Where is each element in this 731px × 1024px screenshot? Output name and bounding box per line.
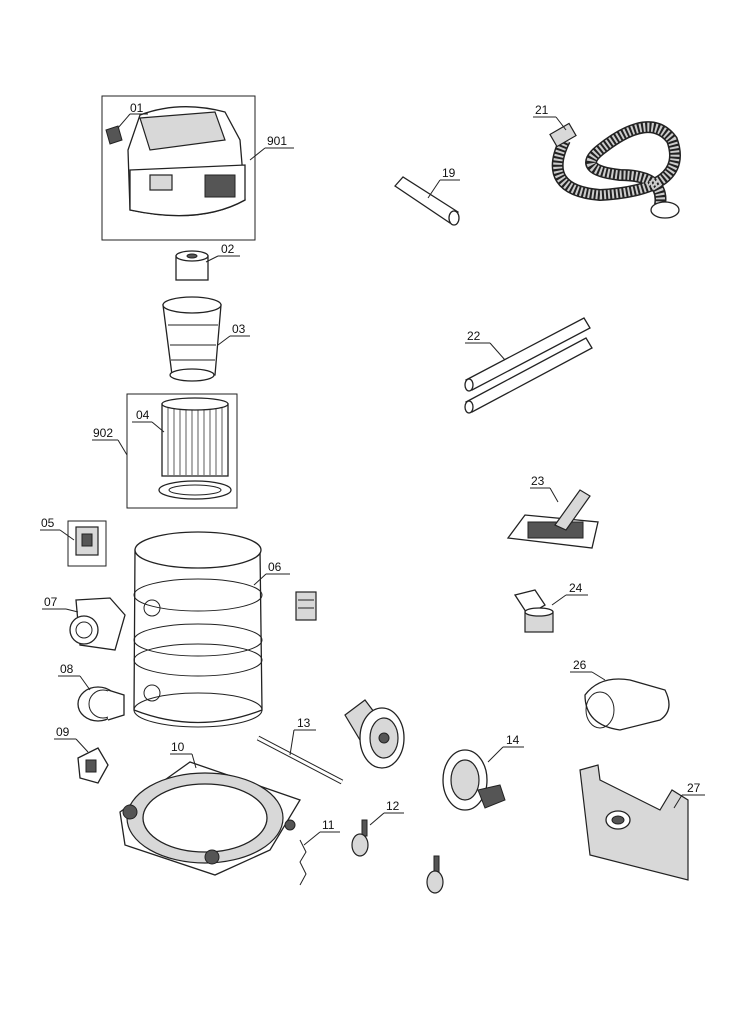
label-902: 902 <box>93 426 113 440</box>
label-10: 10 <box>171 740 185 754</box>
part-06-tank <box>133 531 263 728</box>
part-10-base <box>119 761 301 876</box>
part-06-latch <box>295 591 317 621</box>
part-22-extension-tubes <box>464 317 593 414</box>
part-901-motor-head <box>101 95 256 241</box>
label-07: 07 <box>44 595 58 609</box>
part-wheel-rear <box>344 699 405 769</box>
part-02-filter-cap <box>175 250 209 281</box>
part-01-switch <box>105 125 123 145</box>
label-901: 901 <box>267 134 287 148</box>
label-24: 24 <box>569 581 583 595</box>
part-902-filter-assembly <box>126 393 238 509</box>
part-08-drain-fitting <box>77 686 125 722</box>
label-11: 11 <box>322 818 335 832</box>
part-27-dust-bag <box>579 764 689 881</box>
part-12-castor <box>351 819 444 894</box>
part-09-drain-cap <box>77 747 109 784</box>
label-13: 13 <box>297 716 311 730</box>
label-09: 09 <box>56 725 70 739</box>
label-04: 04 <box>136 408 150 422</box>
part-14-wheel <box>442 749 506 811</box>
label-02: 02 <box>221 242 235 256</box>
part-05-latch-plate <box>67 520 107 567</box>
label-03: 03 <box>232 322 246 336</box>
label-21: 21 <box>535 103 549 117</box>
label-27: 27 <box>687 781 701 795</box>
label-08: 08 <box>60 662 74 676</box>
label-22: 22 <box>467 329 481 343</box>
label-12: 12 <box>386 799 400 813</box>
label-01: 01 <box>130 101 144 115</box>
part-23-floor-nozzle <box>506 489 599 549</box>
label-23: 23 <box>531 474 545 488</box>
part-11-cable <box>299 839 307 886</box>
part-03-filter-cage <box>162 296 222 382</box>
part-24-dust-brush <box>513 589 554 633</box>
part-21-hose <box>549 121 681 219</box>
label-06: 06 <box>268 560 282 574</box>
label-26: 26 <box>573 658 587 672</box>
label-14: 14 <box>506 733 520 747</box>
part-07-inlet <box>69 597 126 651</box>
part-26-foam-filter <box>584 678 670 731</box>
label-05: 05 <box>41 516 55 530</box>
label-19: 19 <box>442 166 456 180</box>
part-19-crevice-nozzle <box>394 176 460 226</box>
